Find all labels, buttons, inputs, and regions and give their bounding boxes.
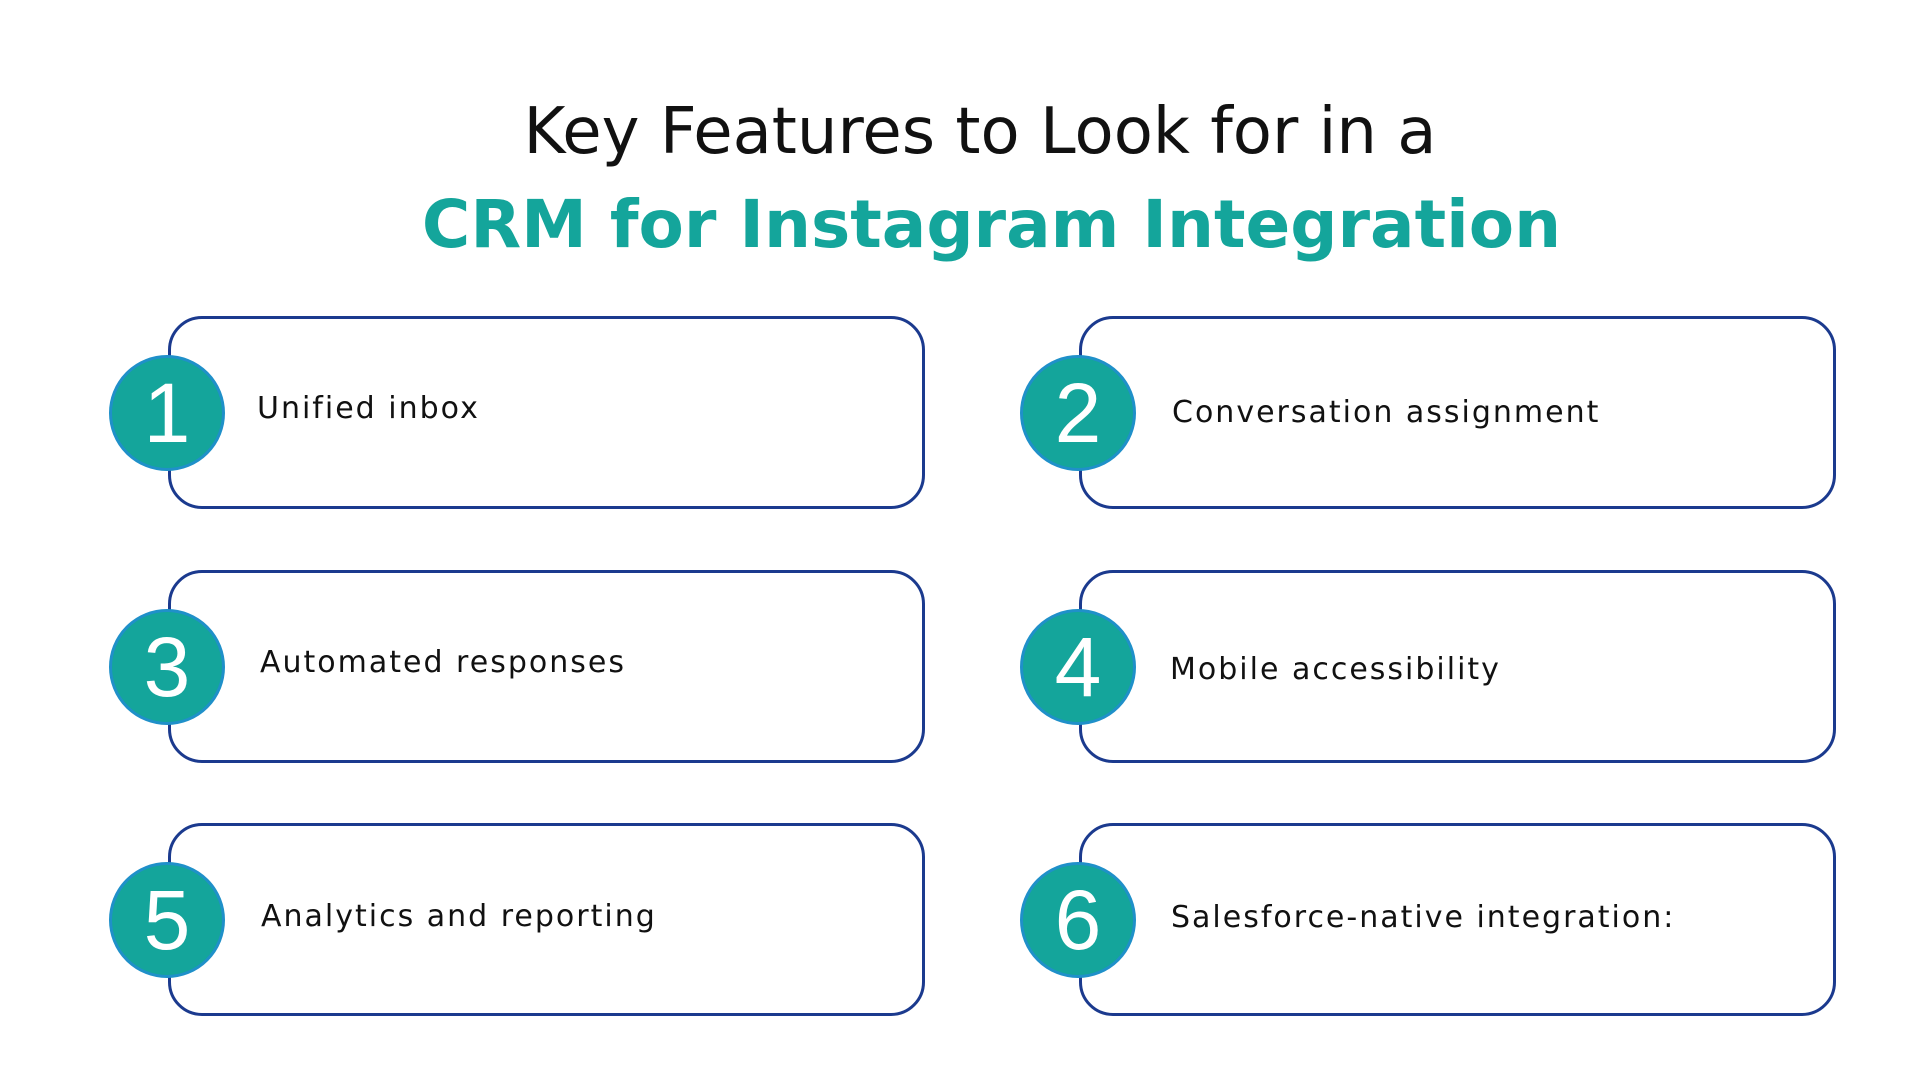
feature-label-6: Salesforce-native integration: [1171, 900, 1676, 935]
feature-label-5: Analytics and reporting [261, 899, 657, 934]
feature-card-6 [1079, 823, 1836, 1016]
feature-number-badge-4: 4 [1020, 609, 1136, 725]
feature-number-badge-2: 2 [1020, 355, 1136, 471]
feature-number-badge-1: 1 [109, 355, 225, 471]
feature-card-5 [168, 823, 925, 1016]
feature-label-4: Mobile accessibility [1170, 652, 1501, 687]
feature-number-badge-3: 3 [109, 609, 225, 725]
page-title-line-2: CRM for Instagram Integration [421, 186, 1562, 263]
feature-card-3 [168, 570, 925, 763]
feature-number-badge-6: 6 [1020, 862, 1136, 978]
feature-card-2 [1079, 316, 1836, 509]
page-title-line-1: Key Features to Look for in a [523, 95, 1437, 169]
feature-number-badge-5: 5 [109, 862, 225, 978]
feature-label-3: Automated responses [260, 645, 626, 680]
feature-card-1 [168, 316, 925, 509]
feature-label-2: Conversation assignment [1172, 395, 1601, 430]
feature-card-4 [1079, 570, 1836, 763]
feature-label-1: Unified inbox [257, 391, 480, 426]
